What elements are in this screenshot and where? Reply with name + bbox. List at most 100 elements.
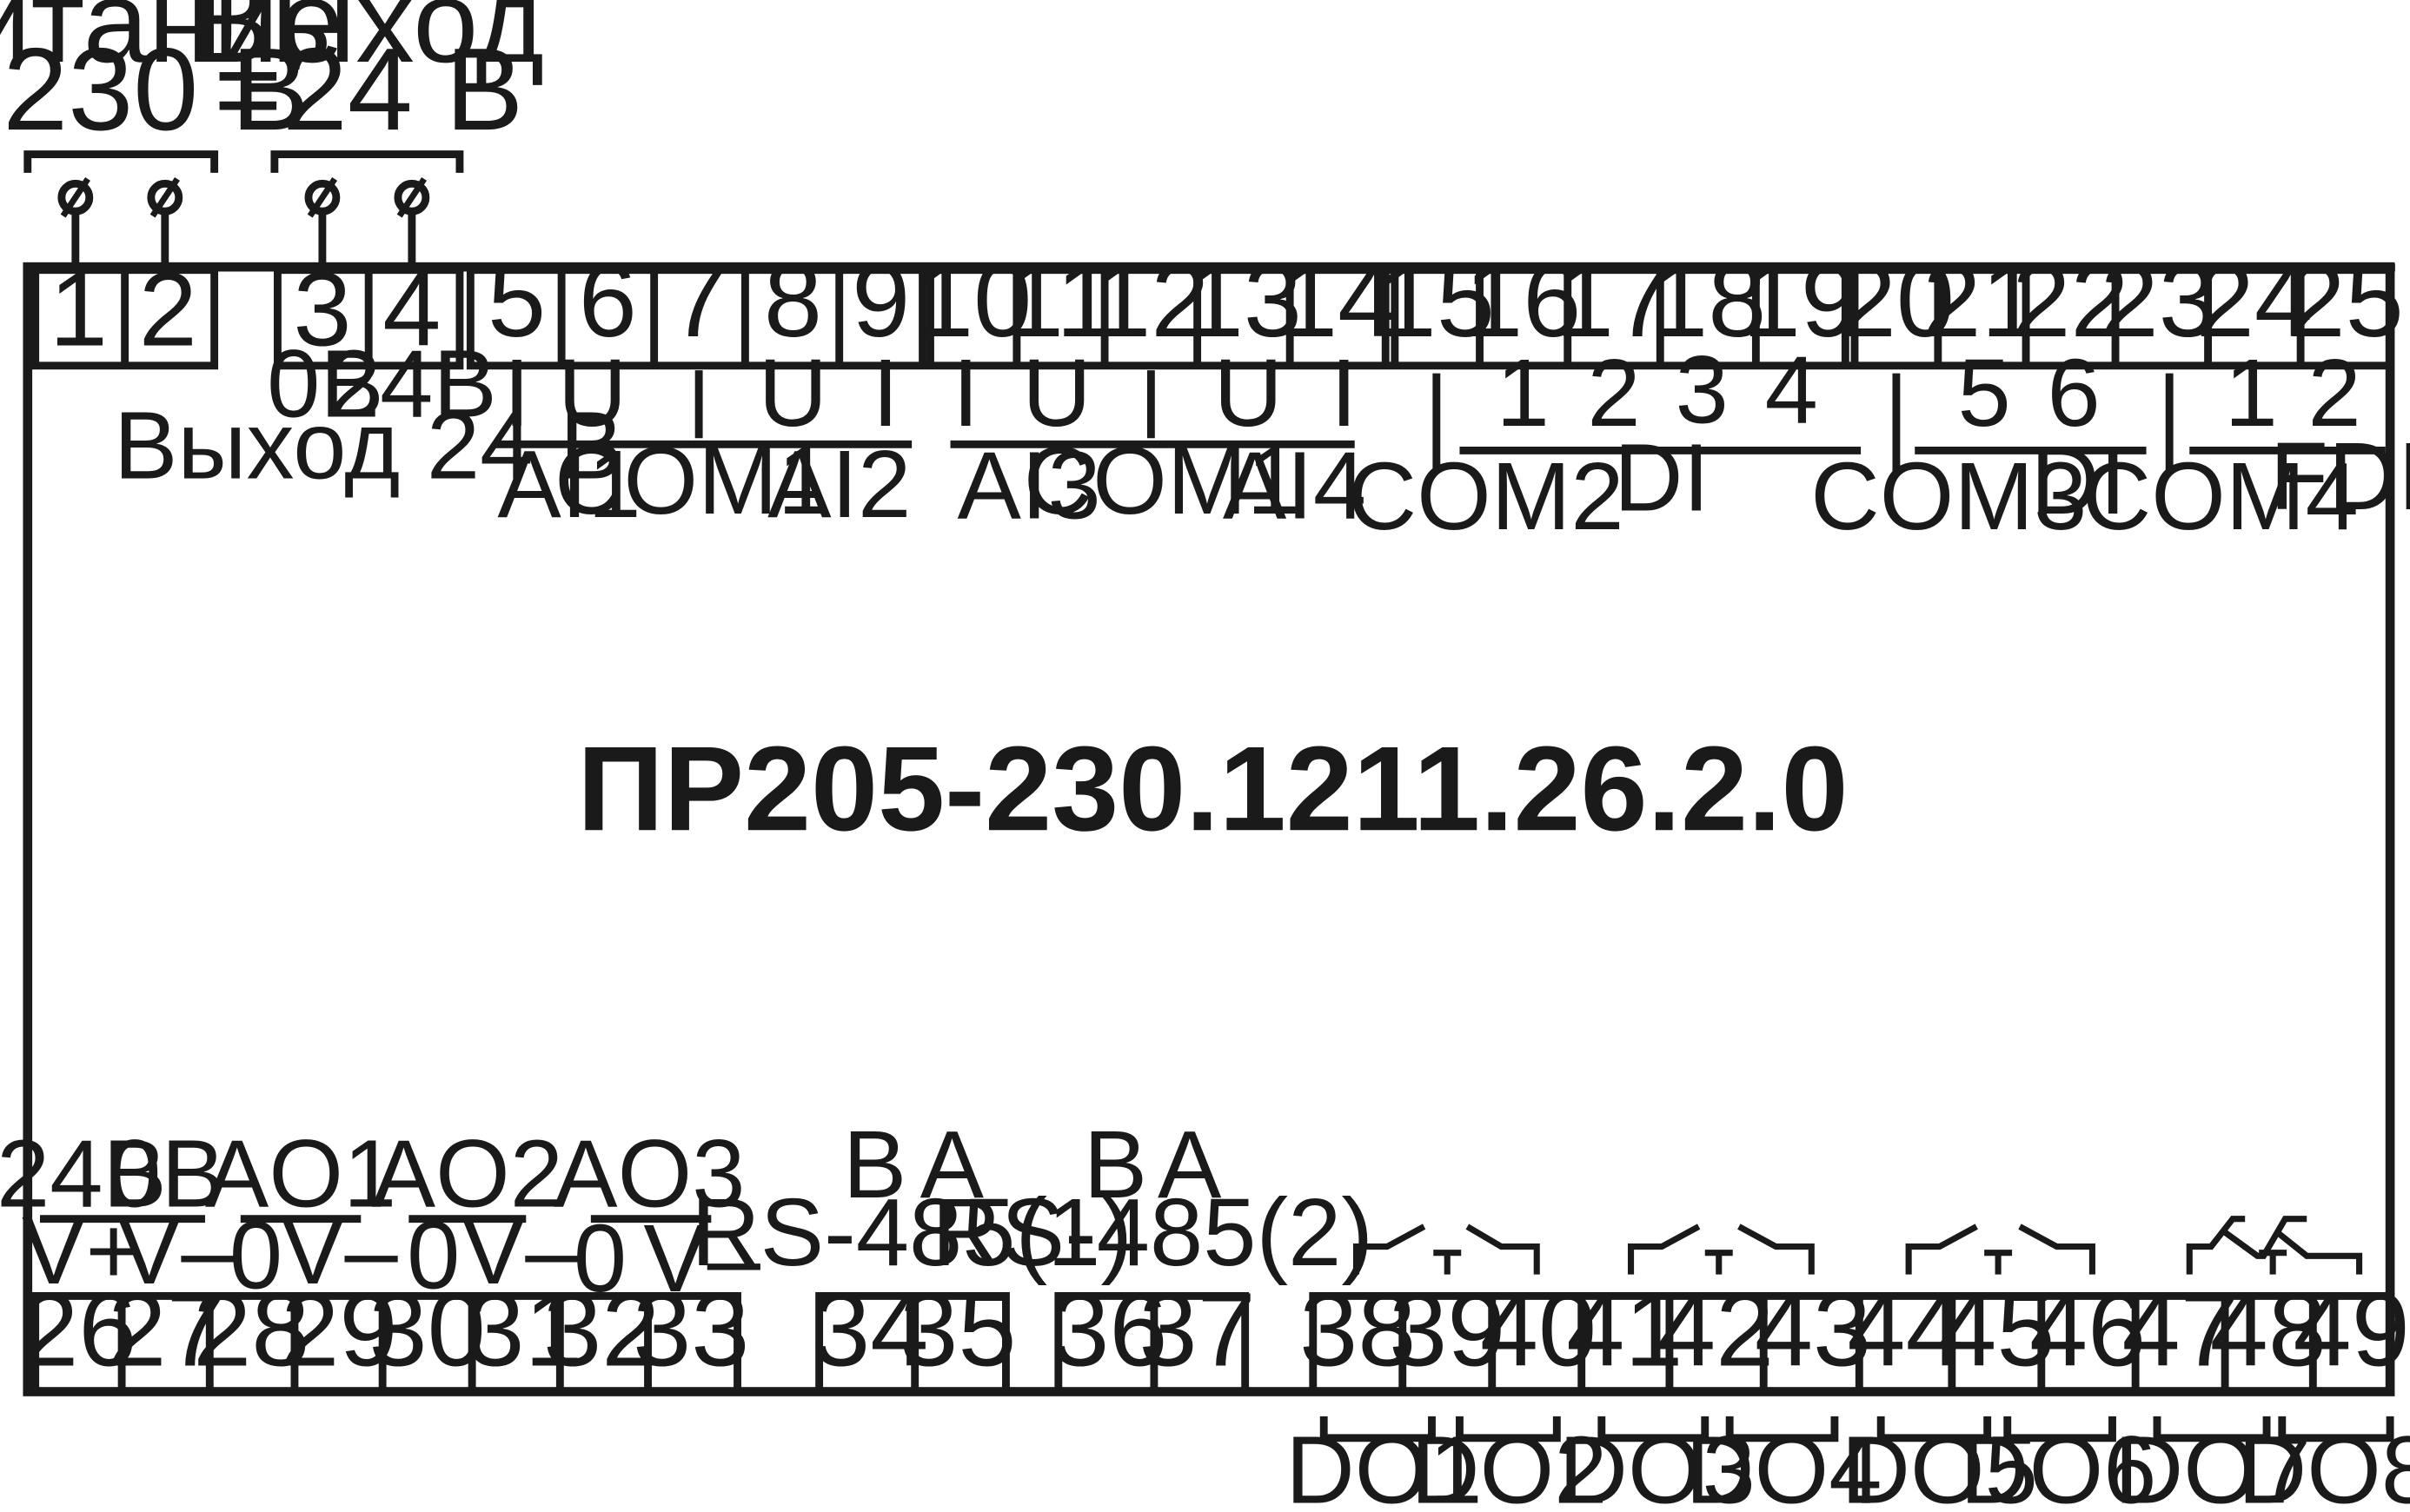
label-ai3: AI3	[957, 433, 1100, 540]
label-do7: DO7	[2115, 1416, 2311, 1512]
label-di-5: 5	[1958, 340, 2011, 447]
label-24v-out: 24В	[327, 330, 497, 437]
aux-supply-group: 24В 0В V+ V–	[0, 1120, 235, 1304]
label-com3: COM3	[1810, 443, 2087, 550]
label-rs485-1: RS-485(1)	[691, 1179, 1132, 1286]
rs485-1-group: B A RS-485(1)	[691, 1111, 1132, 1286]
rs485-2-group: B A RS-485(2)	[932, 1111, 1373, 1286]
label-do5: DO5	[1841, 1416, 2037, 1512]
label-di-b: DI	[2030, 428, 2126, 534]
label-i-14: I	[1331, 340, 1358, 447]
terminal-9: 9	[852, 242, 910, 359]
di-group-1: 1 2 3 4 COM2 DI	[1348, 336, 1862, 550]
terminal-34: 34	[812, 1270, 928, 1388]
label-com4: COM4	[2082, 443, 2359, 550]
power-bracket	[23, 150, 219, 173]
terminal-24: 24	[2196, 242, 2313, 359]
terminal-40: 40	[1480, 1270, 1597, 1388]
ao1-group: AO1 0 V–	[205, 1120, 399, 1309]
terminal-32: 32	[543, 1270, 660, 1388]
label-0-28: 0	[229, 1203, 282, 1310]
terminal-25: 25	[2287, 242, 2403, 359]
label-i-10: I	[953, 340, 979, 447]
label-di-a: DI	[1614, 425, 1710, 532]
terminal-37: 37	[1139, 1270, 1255, 1388]
terminal-43: 43	[1755, 1270, 1871, 1388]
label-0v-out: 0В	[267, 330, 384, 437]
screw-icon-3	[304, 176, 341, 268]
terminal-14: 14	[1279, 242, 1396, 359]
terminal-dividers-top	[557, 269, 2305, 366]
label-vplus-26: V+	[22, 1197, 142, 1304]
terminal-27: 27	[108, 1270, 224, 1388]
label-di-6: 6	[2047, 340, 2100, 447]
label-fdi-2: 2	[2308, 340, 2361, 447]
label-do2: DO2	[1411, 1416, 1607, 1512]
terminal-numbers-bottom: 26 27 28 29 30 31 32 33 34 35 36 37 38 3…	[20, 1270, 2410, 1388]
terminal-42: 42	[1657, 1270, 1774, 1388]
ai-group-2: I U U I AI3 COM1 AI4	[950, 340, 1366, 540]
terminal-18: 18	[1650, 242, 1766, 359]
terminal-block-digital-out	[1309, 1291, 2394, 1396]
label-ao2: AO2	[372, 1120, 563, 1227]
label-0-30: 0	[407, 1203, 460, 1310]
terminal-11: 11	[1006, 242, 1114, 359]
label-do6: DO6	[1960, 1416, 2156, 1512]
label-vminus-29: V–	[281, 1197, 398, 1304]
terminal-48: 48	[2210, 1270, 2327, 1388]
label-b-36: B	[1084, 1111, 1147, 1218]
fdi-group: 1 2 COM4 FDI	[2082, 340, 2410, 550]
label-a-35: A	[920, 1111, 985, 1218]
terminal-15: 15	[1378, 242, 1495, 359]
label-b-34: B	[843, 1111, 906, 1218]
label-do8: DO8	[2238, 1416, 2410, 1512]
terminal-12: 12	[1092, 242, 1209, 359]
terminal-19: 19	[1743, 242, 1859, 359]
ao2-group: AO2 0 V–	[372, 1120, 580, 1309]
terminal-16: 16	[1464, 242, 1581, 359]
terminal-41: 41	[1566, 1270, 1683, 1388]
terminal-30: 30	[369, 1270, 486, 1388]
label-0v-bottom: 0В	[108, 1120, 225, 1227]
label-do3: DO3	[1559, 1416, 1756, 1512]
terminal-31: 31	[466, 1270, 582, 1388]
label-di-1: 1	[1497, 340, 1550, 447]
terminal-7: 7	[670, 242, 728, 359]
label-do1: DO1	[1285, 1416, 1482, 1512]
do-brackets	[1319, 1416, 2394, 1442]
label-di-2: 2	[1587, 340, 1640, 447]
power-voltage: ~230 В	[0, 23, 309, 155]
label-ai1: AI1	[497, 431, 641, 538]
terminal-5: 5	[488, 242, 546, 359]
transistor-outputs-icon	[2186, 1216, 2363, 1275]
power-title: Питание	[0, 0, 344, 87]
terminal-33: 33	[633, 1270, 749, 1388]
terminal-4: 4	[382, 251, 441, 368]
terminal-20: 20	[1838, 242, 1955, 359]
label-com2: COM2	[1348, 443, 1624, 550]
terminal-39: 39	[1389, 1270, 1505, 1388]
label-24v-bottom: 24В	[0, 1120, 167, 1227]
label-u-13: U	[1213, 340, 1283, 447]
terminal-44: 44	[1847, 1270, 1963, 1388]
terminal-dividers-analog	[117, 1296, 652, 1392]
label-di-4: 4	[1765, 336, 1818, 443]
output-bracket	[270, 150, 464, 173]
terminal-45: 45	[1938, 1270, 2055, 1388]
label-fdi: FDI	[2270, 423, 2410, 530]
label-di-3: 3	[1676, 336, 1729, 443]
label-i-5: I	[503, 340, 530, 447]
terminal-29: 29	[281, 1270, 397, 1388]
label-ai2: AI2	[767, 431, 911, 538]
label-vminus-27: V–	[117, 1197, 235, 1304]
model-title: ПР205-230.1211.26.2.0	[577, 722, 1848, 856]
terminal-13: 13	[1185, 242, 1302, 359]
terminal-22: 22	[2012, 242, 2128, 359]
label-com1-a: COM1	[554, 428, 831, 534]
terminal-28: 28	[193, 1270, 309, 1388]
terminal-block-io	[466, 266, 2394, 370]
label-vminus-31: V–	[461, 1197, 579, 1304]
label-ao3: AO3	[554, 1120, 745, 1227]
label-u-6: U	[558, 340, 627, 447]
